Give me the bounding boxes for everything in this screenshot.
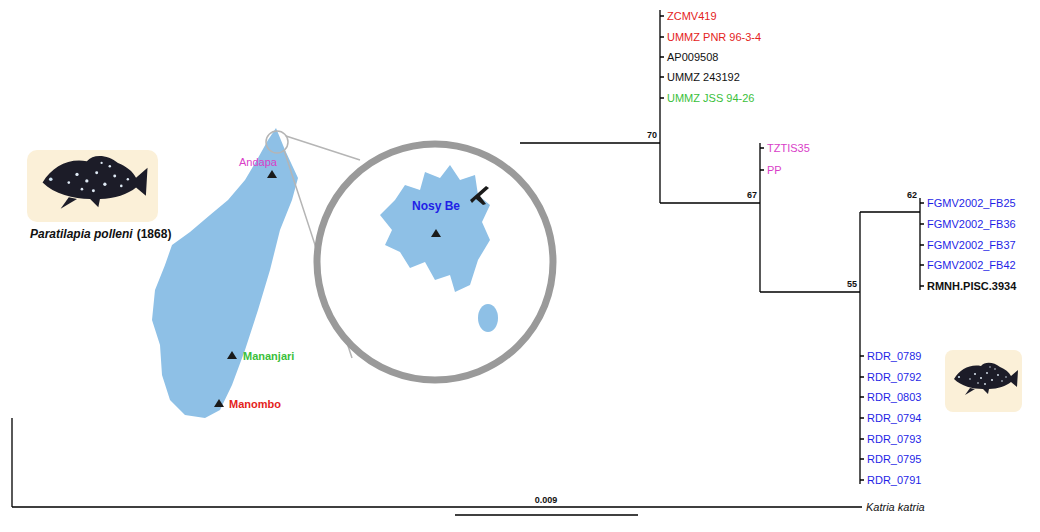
species-year: (1868) <box>137 228 172 241</box>
fish-illustration <box>43 156 148 209</box>
fish-panel <box>27 150 158 222</box>
tip-label: TZTIS35 <box>767 142 810 154</box>
tip-label: RDR_0793 <box>867 433 921 445</box>
tip-label: UMMZ JSS 94-26 <box>667 92 754 104</box>
support-value: 67 <box>747 191 757 201</box>
tip-label: FGMV2002_FB25 <box>927 197 1016 209</box>
site-name: Nosy Be <box>412 200 460 213</box>
fish-illustration <box>954 363 1018 395</box>
nosy-be-island <box>380 165 490 292</box>
support-value: 55 <box>847 280 857 290</box>
tip-label: RDR_0789 <box>867 350 921 362</box>
tip-label: RDR_0791 <box>867 474 921 486</box>
tip-label: RDR_0794 <box>867 412 921 424</box>
support-value: 70 <box>647 131 657 141</box>
outgroup-label: Katria katria <box>866 501 925 513</box>
site-name: Mananjari <box>243 350 294 362</box>
madagascar <box>152 128 298 418</box>
airport-icon <box>470 186 489 205</box>
scale-value: 0.009 <box>535 496 558 506</box>
tip-label: UMMZ PNR 96-3-4 <box>667 31 761 43</box>
scale-bar <box>455 514 638 515</box>
tip-label: FGMV2002_FB42 <box>927 259 1016 271</box>
tip-label: RDR_0803 <box>867 391 921 403</box>
site-name: Andapa <box>239 156 277 168</box>
tip-label: ZCMV419 <box>667 10 717 22</box>
site-name: Manombo <box>229 398 281 410</box>
tip-label: AP009508 <box>667 51 718 63</box>
tip-label: PP <box>767 164 782 176</box>
map <box>0 118 553 418</box>
tip-label: UMMZ 243192 <box>667 71 740 83</box>
support-value: 62 <box>907 191 917 201</box>
site-markers <box>214 170 441 407</box>
tip-label: FGMV2002_FB37 <box>927 239 1016 251</box>
inset-circle <box>317 144 553 380</box>
species-name: Paratilapia polleni <box>30 228 133 241</box>
tree-branches <box>0 10 924 507</box>
fish-panel <box>945 350 1022 412</box>
tip-label: RDR_0795 <box>867 453 921 465</box>
tip-label: FGMV2002_FB36 <box>927 218 1016 230</box>
tip-label: RMNH.PISC.3934 <box>927 280 1016 292</box>
tip-label: RDR_0792 <box>867 371 921 383</box>
